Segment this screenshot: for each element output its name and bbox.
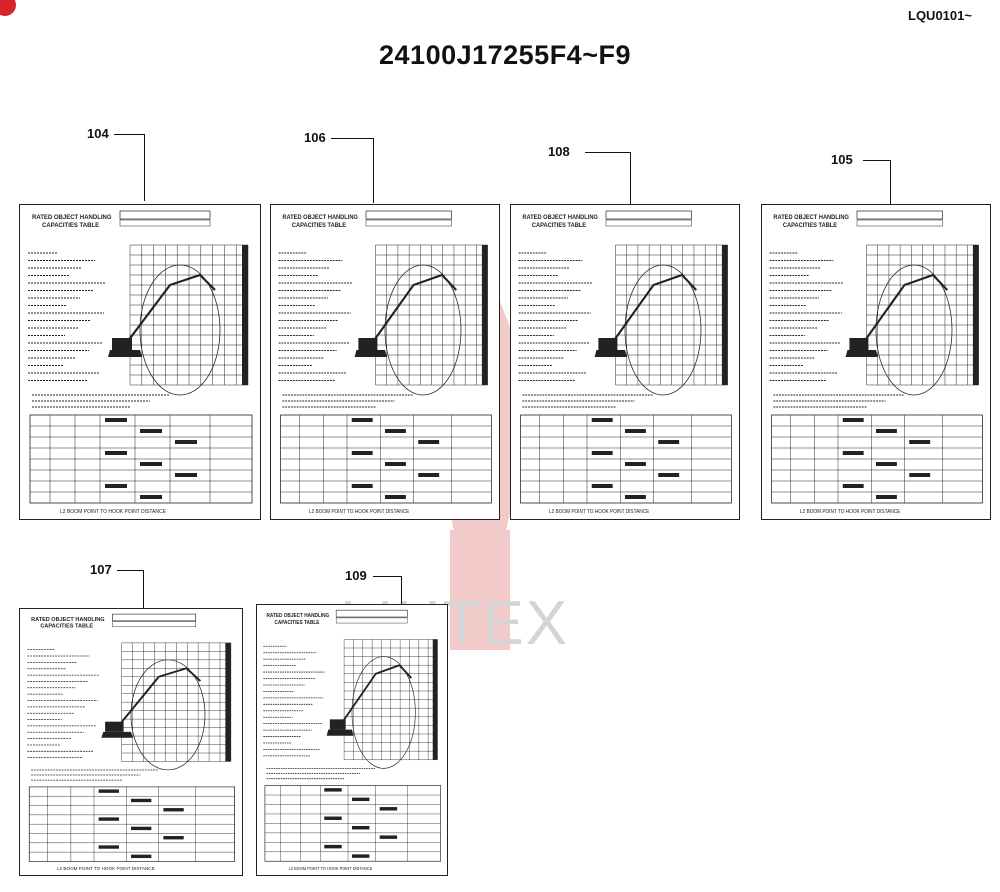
page-code: LQU0101~ (908, 8, 972, 23)
sheet-footer: L2 BOOM POINT TO HOOK POINT DISTANCE (309, 509, 410, 515)
sheet-title-line1: RATED OBJECT HANDLING (31, 617, 104, 623)
capacity-sheet-105[interactable]: RATED OBJECT HANDLING CAPACITIES TABLE L2 … (761, 204, 991, 520)
callout-leader-109 (373, 576, 402, 607)
callout-label-104: 104 (87, 126, 109, 141)
sheet-title-line2: CAPACITIES TABLE (42, 223, 99, 229)
callout-label-108: 108 (548, 144, 570, 159)
callout-leader-107 (117, 570, 144, 611)
callout-label-106: 106 (304, 130, 326, 145)
page-code-continuation: _ _ _ _ _ _ _ (912, 27, 976, 33)
callout-leader-104 (114, 134, 145, 201)
callout-label-107: 107 (90, 562, 112, 577)
sheet-drawing: RATED OBJECT HANDLING CAPACITIES TABLE L2 … (769, 210, 983, 515)
callout-leader-108 (585, 152, 631, 205)
sheet-title-line1: RATED OBJECT HANDLING (522, 215, 598, 221)
sheet-footer: L2 BOOM POINT TO HOOK POINT DISTANCE (289, 866, 373, 871)
sheet-title-line2: CAPACITIES TABLE (292, 223, 346, 229)
sheet-title-line2: CAPACITIES TABLE (274, 620, 320, 626)
capacity-sheet-106[interactable]: RATED OBJECT HANDLING CAPACITIES TABLE L2 … (270, 204, 500, 520)
page-title: 24100J17255F4~F9 (379, 40, 631, 70)
callout-label-109: 109 (345, 568, 367, 583)
sheet-title-line1: RATED OBJECT HANDLING (773, 215, 849, 221)
sheet-footer: L2 BOOM POINT TO HOOK POINT DISTANCE (60, 509, 167, 515)
sheet-drawing: RATED OBJECT HANDLING CAPACITIES TABLE L2 … (28, 210, 253, 515)
sheet-title-line2: CAPACITIES TABLE (40, 624, 93, 630)
sheet-title-line1: RATED OBJECT HANDLING (282, 215, 358, 221)
callout-leader-105 (863, 160, 891, 205)
sheet-title-line2: CAPACITIES TABLE (783, 223, 837, 229)
sheet-title-line2: CAPACITIES TABLE (532, 223, 586, 229)
sheet-footer: L2 BOOM POINT TO HOOK POINT DISTANCE (57, 866, 155, 871)
sheet-drawing: RATED OBJECT HANDLING CAPACITIES TABLE L2 … (278, 210, 492, 515)
corner-badge-icon (0, 0, 16, 16)
capacity-sheet-108[interactable]: RATED OBJECT HANDLING CAPACITIES TABLE L2 … (510, 204, 740, 520)
callout-leader-106 (331, 138, 374, 203)
sheet-title-line1: RATED OBJECT HANDLING (267, 613, 330, 619)
sheet-title-line1: RATED OBJECT HANDLING (32, 215, 112, 221)
callout-label-105: 105 (831, 152, 853, 167)
sheet-footer: L2 BOOM POINT TO HOOK POINT DISTANCE (549, 509, 650, 515)
sheet-drawing: RATED OBJECT HANDLING CAPACITIES TABLE L2 … (518, 210, 732, 515)
capacity-sheet-104[interactable]: RATED OBJECT HANDLING CAPACITIES TABLE L2 … (19, 204, 261, 520)
sheet-footer: L2 BOOM POINT TO HOOK POINT DISTANCE (800, 509, 901, 515)
